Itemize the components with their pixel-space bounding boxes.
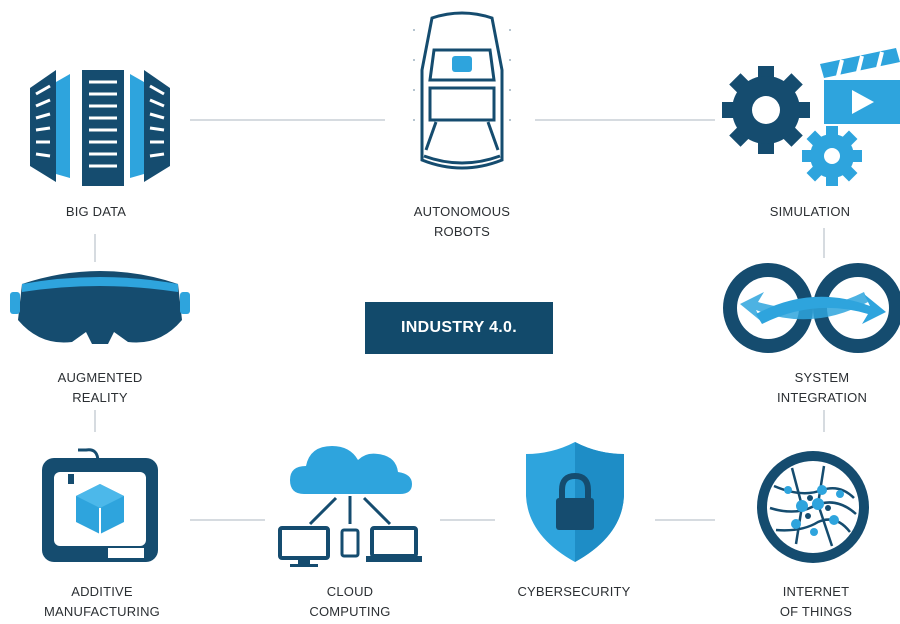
label-system-integration: SYSTEM INTEGRATION [777,368,867,408]
label-line: SIMULATION [769,204,851,219]
label-big-data: BIG DATA [66,202,126,222]
globe-network-icon [757,451,869,563]
label-line: BIG DATA [65,204,127,219]
autonomous-vehicle-icon [413,11,511,170]
server-racks-icon [30,70,170,186]
label-cybersecurity: CYBERSECURITY [517,582,630,602]
label-line: MANUFACTURING [44,604,160,619]
connector-additive-cloud [190,519,265,521]
linked-rings-icon [723,263,900,353]
label-line: SYSTEM [794,370,850,385]
industry-title: INDUSTRY 4.0. [401,319,517,336]
connector-cloud-cyber [440,519,495,521]
label-additive-manufacturing: ADDITIVE MANUFACTURING [44,582,160,622]
connector-cyber-iot [655,519,715,521]
connector-simulation-integration [823,228,825,258]
label-line: INTEGRATION [776,390,868,405]
connector-ar-additive [94,410,96,432]
label-cloud-computing: CLOUD COMPUTING [309,582,390,622]
label-line: CLOUD [326,584,374,599]
connector-bigdata-ar [94,234,96,262]
label-line: AUGMENTED [57,370,143,385]
connector-integration-iot [823,410,825,432]
label-simulation: SIMULATION [770,202,851,222]
label-line: ROBOTS [433,224,491,239]
label-line: AUTONOMOUS [413,204,511,219]
label-line: ADDITIVE [71,584,133,599]
cloud-network-icon [278,446,422,567]
shield-lock-icon [526,442,624,562]
label-line: CYBERSECURITY [517,584,631,599]
label-line: REALITY [72,390,128,405]
industry-title-box: INDUSTRY 4.0. [365,302,553,354]
connector-robots-simulation [535,119,715,121]
gears-clapperboard-icon [722,48,900,186]
label-autonomous-robots: AUTONOMOUS ROBOTS [414,202,510,242]
label-internet-of-things: INTERNET OF THINGS [780,582,852,622]
label-line: OF THINGS [779,604,853,619]
label-line: COMPUTING [309,604,391,619]
connector-bigdata-robots [190,119,385,121]
vr-headset-icon [10,271,190,344]
label-line: INTERNET [782,584,850,599]
label-augmented-reality: AUGMENTED REALITY [58,368,143,408]
3d-printer-icon [42,448,158,562]
